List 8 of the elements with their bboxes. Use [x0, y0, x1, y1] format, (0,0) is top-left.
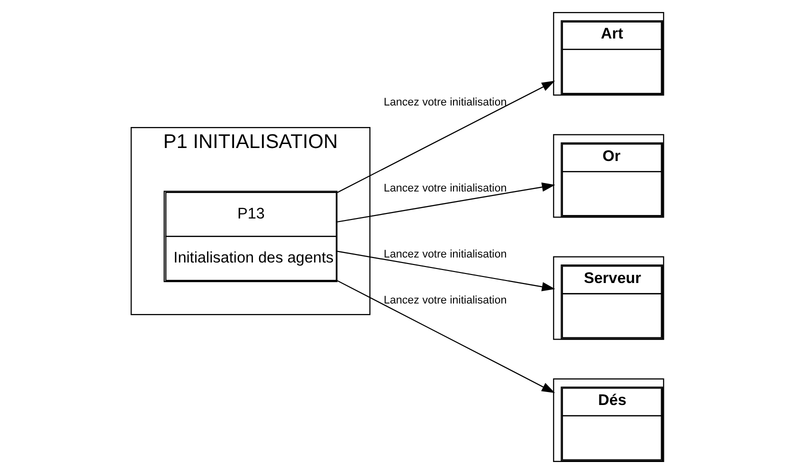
edge-label: Lancez votre initialisation [383, 248, 506, 260]
edge-label: Lancez votre initialisation [383, 182, 506, 194]
arrow [336, 280, 554, 394]
edge-label: Lancez votre initialisation [383, 294, 506, 307]
edge-label: Lancez votre initialisation [383, 96, 506, 109]
arrow [336, 250, 555, 292]
arrow [336, 182, 555, 222]
arrow [336, 80, 554, 193]
